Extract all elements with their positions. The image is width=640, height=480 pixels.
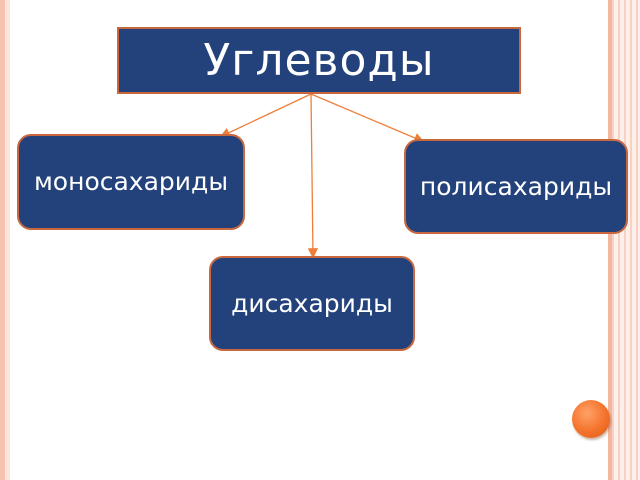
node-disaccharides-label: дисахариды — [231, 288, 393, 318]
connector-to-monosaccharides — [219, 93, 312, 138]
slide-frame-right-line — [608, 0, 612, 480]
slide-nav-button[interactable] — [572, 400, 610, 438]
node-monosaccharides-label: моносахариды — [33, 167, 229, 196]
root-node-carbohydrates: Углеводы — [117, 27, 521, 94]
node-disaccharides: дисахариды — [209, 256, 415, 351]
connector-to-polysaccharides — [310, 93, 425, 143]
slide-frame-right — [612, 0, 640, 480]
node-monosaccharides: моносахариды — [17, 134, 245, 230]
root-node-label: Углеводы — [203, 35, 435, 86]
slide-frame-left — [0, 0, 10, 480]
connector-to-disaccharides — [307, 93, 319, 259]
node-polysaccharides-label: полисахариды — [419, 171, 613, 201]
node-polysaccharides: полисахариды — [404, 139, 628, 234]
